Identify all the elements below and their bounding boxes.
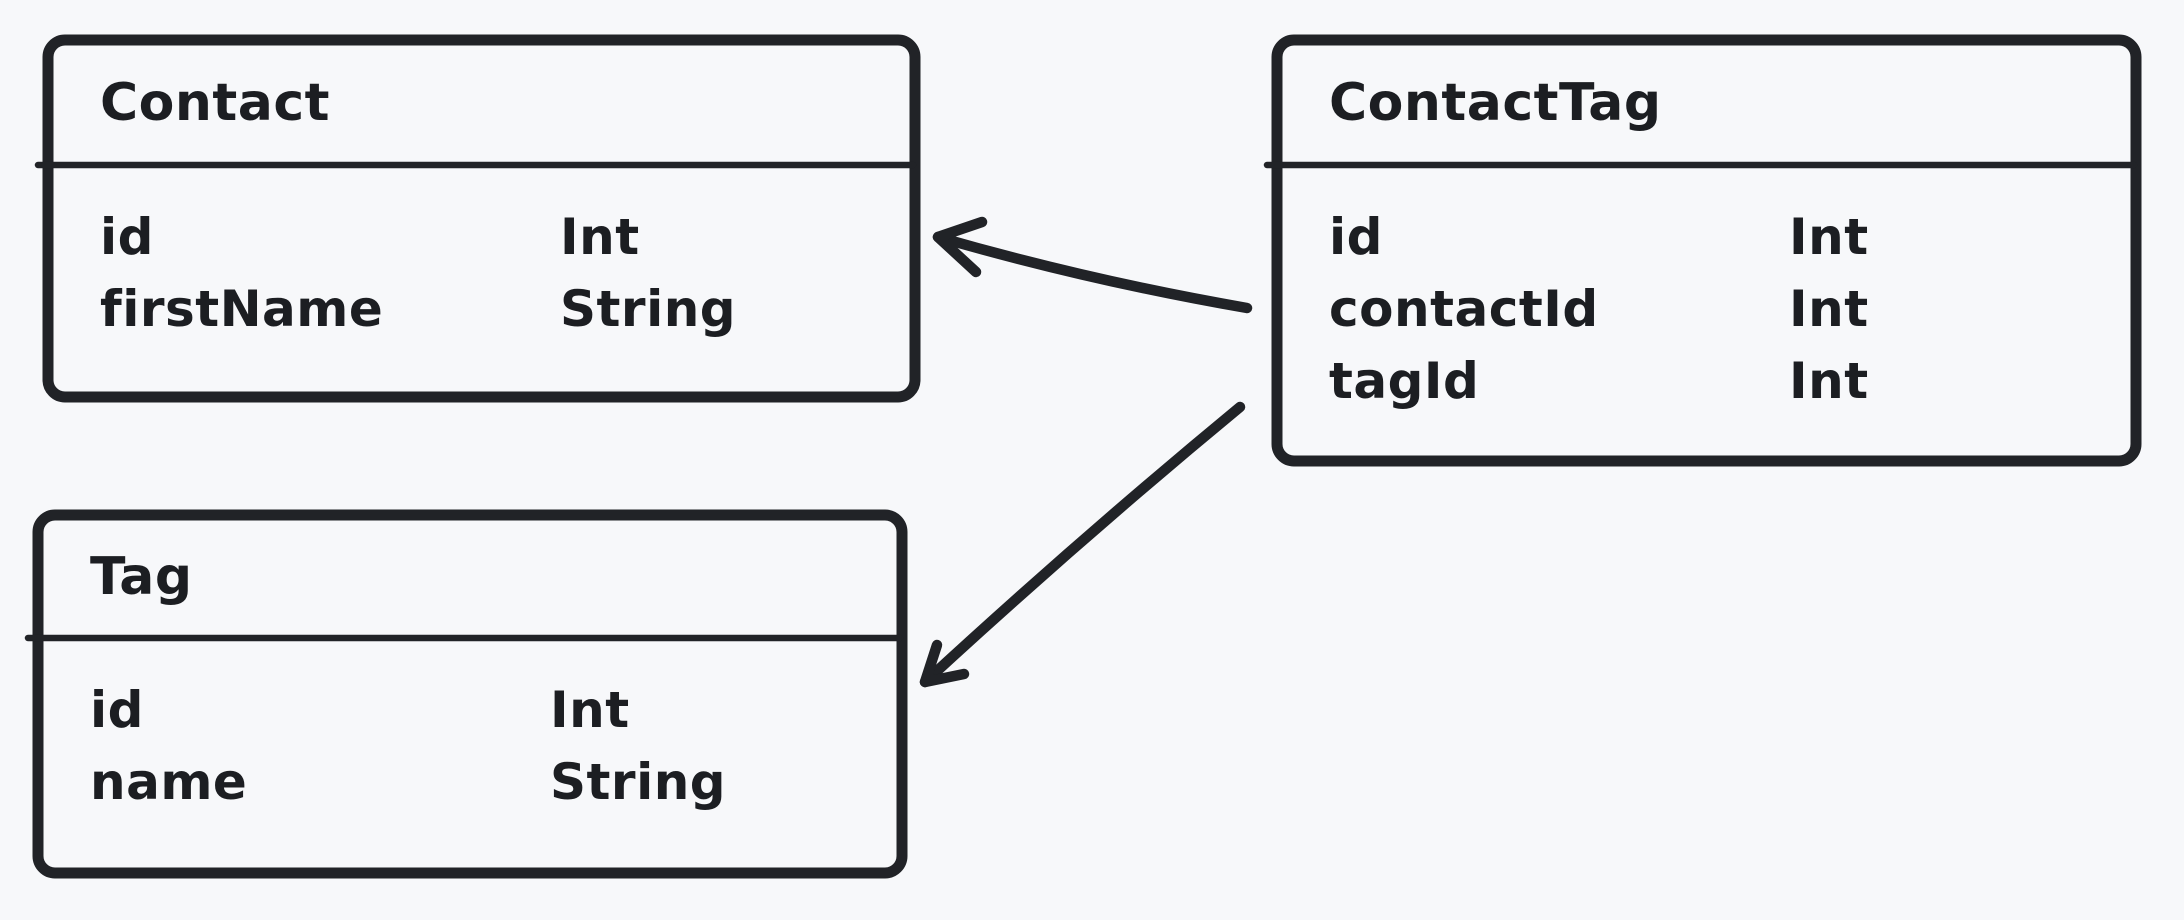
arrow-shaft — [919, 401, 1246, 688]
entity-contact-header: Contact — [48, 40, 915, 165]
field-row: firstName String — [48, 273, 915, 345]
field-name: id — [90, 681, 144, 739]
field-row: id Int — [38, 674, 902, 746]
entity-tag: Tag id Int name String — [38, 515, 902, 873]
entity-contact: Contact id Int firstName String — [48, 40, 915, 397]
entity-tag-header: Tag — [38, 515, 902, 638]
entity-title: ContactTag — [1329, 72, 1662, 133]
entity-contacttag-header: ContactTag — [1277, 40, 2136, 165]
field-type: String — [550, 753, 727, 811]
entity-title: Tag — [90, 546, 193, 607]
field-type: String — [560, 280, 737, 338]
field-type: Int — [550, 681, 630, 739]
field-type: Int — [1789, 352, 1869, 410]
arrow-shaft — [932, 231, 1253, 314]
field-name: contactId — [1329, 280, 1599, 338]
entity-title: Contact — [100, 72, 331, 133]
field-name: tagId — [1329, 352, 1480, 410]
arrowhead-icon — [932, 216, 988, 278]
entity-contacttag: ContactTag id Int contactId Int tagId In… — [1277, 40, 2136, 461]
field-row: name String — [38, 746, 902, 818]
entity-tag-fields: id Int name String — [38, 638, 902, 818]
field-type: Int — [560, 208, 640, 266]
entity-contact-fields: id Int firstName String — [48, 165, 915, 345]
relationship-arrow-contacttag-to-tag — [919, 401, 1246, 688]
field-type: Int — [1789, 208, 1869, 266]
field-name: id — [100, 208, 154, 266]
field-name: firstName — [100, 280, 384, 338]
field-row: id Int — [48, 201, 915, 273]
entity-contacttag-fields: id Int contactId Int tagId Int — [1277, 165, 2136, 417]
field-row: id Int — [1277, 201, 2136, 273]
field-row: tagId Int — [1277, 345, 2136, 417]
field-row: contactId Int — [1277, 273, 2136, 345]
field-type: Int — [1789, 280, 1869, 338]
relationship-arrow-contacttag-to-contact — [932, 216, 1253, 314]
field-name: id — [1329, 208, 1383, 266]
field-name: name — [90, 753, 248, 811]
arrowhead-icon — [919, 639, 970, 688]
